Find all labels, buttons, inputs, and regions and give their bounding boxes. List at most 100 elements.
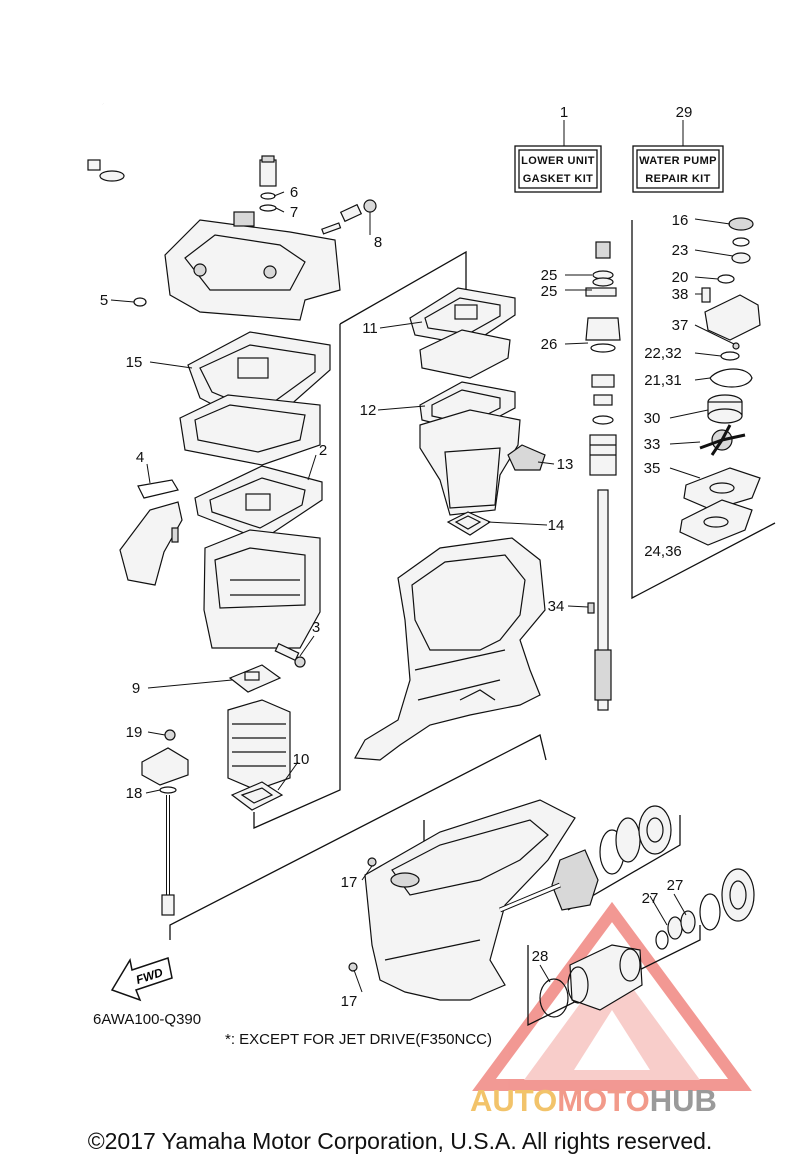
watermark-logo-icon <box>472 901 752 1091</box>
callout-34: 34 <box>548 598 565 615</box>
impeller-33 <box>699 424 746 456</box>
callout-15: 15 <box>126 354 143 371</box>
bushing-26 <box>585 317 621 341</box>
shift-rod-bracket[interactable] <box>141 729 189 916</box>
bolt-screw[interactable] <box>321 222 342 235</box>
exhaust-manifold-housing[interactable] <box>419 409 521 516</box>
callout-26: 26 <box>541 336 558 353</box>
callout-1: 1 <box>560 104 568 121</box>
callout-4: 4 <box>136 449 144 466</box>
seal-27b <box>680 910 696 934</box>
kit-label-line1: LOWER UNIT <box>521 155 595 167</box>
drain-screw-17a <box>367 857 377 867</box>
callout-35: 35 <box>644 460 661 477</box>
drain-bolt-8[interactable] <box>339 199 377 223</box>
seal-16 <box>728 217 754 231</box>
plate-35 <box>683 467 761 511</box>
propeller-shaft-gears[interactable] <box>499 805 755 950</box>
o-ring-6[interactable] <box>260 192 276 200</box>
upper-casing-top[interactable] <box>164 211 341 321</box>
o-ring-22-32 <box>720 351 740 361</box>
callout-6: 6 <box>290 184 298 201</box>
nut-19 <box>164 729 176 741</box>
callout-30: 30 <box>644 410 661 427</box>
kit-label-line2: REPAIR KIT <box>645 173 711 185</box>
water-tube-elbow[interactable] <box>119 501 183 586</box>
leader-lines <box>110 191 735 993</box>
kit-label-line1: WATER PUMP <box>639 155 717 167</box>
water-pump-parts[interactable] <box>679 217 761 546</box>
propeller-shaft-housing[interactable] <box>567 944 643 1011</box>
callout-7: 7 <box>290 204 298 221</box>
callout-25: 25 <box>541 283 558 300</box>
pin-37 <box>732 342 740 350</box>
callout-33: 33 <box>644 436 661 453</box>
callout-22-32: 22,32 <box>644 345 682 362</box>
callout-8: 8 <box>374 234 382 251</box>
upper-casing-middle[interactable] <box>179 394 321 466</box>
gasket-14[interactable] <box>446 511 492 536</box>
kit-label-line2: GASKET KIT <box>523 173 594 185</box>
callout-24-36: 24,36 <box>644 543 682 560</box>
footnote: *: EXCEPT FOR JET DRIVE(F350NCC) <box>225 1031 492 1048</box>
watermark-part-auto: AUTO <box>470 1083 558 1118</box>
callout-5: 5 <box>100 292 108 309</box>
callout-37: 37 <box>672 317 689 334</box>
bolt-3[interactable] <box>274 642 306 668</box>
lower-gearcase[interactable] <box>348 799 576 1001</box>
oil-dipstick-tube[interactable] <box>87 103 150 301</box>
diagram-code: 6AWA100-Q390 <box>93 1011 201 1028</box>
callout-25: 25 <box>541 267 558 284</box>
watermark-brand: AUTOMOTOHUB <box>470 1083 717 1119</box>
lower-unit-gasket-kit-box[interactable]: LOWER UNIT GASKET KIT <box>514 145 602 193</box>
drain-screw-17b <box>348 962 358 972</box>
callout-16: 16 <box>672 212 689 229</box>
callout-21-31: 21,31 <box>644 372 682 389</box>
gasket-11-lower-plate[interactable] <box>419 329 511 379</box>
forward-gear <box>551 849 599 911</box>
callout-14: 14 <box>548 517 565 534</box>
drive-shaft-assembly[interactable] <box>585 241 621 711</box>
o-ring-28[interactable] <box>539 978 569 1018</box>
callout-38: 38 <box>672 286 689 303</box>
callout-10: 10 <box>293 751 310 768</box>
callout-12: 12 <box>360 402 377 419</box>
grommet-23 <box>731 252 751 264</box>
reverse-gear <box>721 868 755 922</box>
oil-seal-25b <box>592 277 614 287</box>
callout-11: 11 <box>362 320 378 337</box>
callout-19: 19 <box>126 724 143 741</box>
assembly-frame-lines <box>169 220 776 1027</box>
ring-20 <box>717 274 735 284</box>
callout-23: 23 <box>672 242 689 259</box>
callout-17: 17 <box>341 874 358 891</box>
o-ring-18 <box>159 786 177 794</box>
gasket-11[interactable] <box>409 287 516 346</box>
callout-2: 2 <box>319 442 327 459</box>
callout-29: 29 <box>676 104 693 121</box>
gasket-2[interactable] <box>194 465 323 541</box>
exhaust-muffler-element[interactable] <box>227 699 291 791</box>
key-34[interactable] <box>587 602 595 614</box>
callout-labels: 1 29 16 23 25 25 20 38 37 26 22,32 21,31… <box>100 104 693 1010</box>
watermark-part-moto: MOTO <box>557 1083 650 1118</box>
seal-27a <box>667 916 683 940</box>
o-ring-7[interactable] <box>259 204 277 212</box>
callout-9: 9 <box>132 680 140 697</box>
exhaust-guide[interactable] <box>203 529 321 649</box>
gasket-9[interactable] <box>228 664 282 693</box>
water-pump-repair-kit-box[interactable]: WATER PUMP REPAIR KIT <box>632 145 724 193</box>
fwd-arrow-icon: FWD <box>110 957 173 1002</box>
callout-27: 27 <box>667 877 684 894</box>
gasket-24-36 <box>679 499 753 546</box>
callout-27: 27 <box>642 890 659 907</box>
gasket-10[interactable] <box>230 781 284 811</box>
o-ring-5[interactable] <box>133 297 147 307</box>
breather-plug[interactable] <box>259 155 277 187</box>
seal-ring-4[interactable] <box>137 479 179 499</box>
watermark-part-hub: HUB <box>649 1083 717 1118</box>
callout-20: 20 <box>672 269 689 286</box>
driveshaft-housing[interactable] <box>354 537 546 761</box>
seal-21-31 <box>709 368 753 388</box>
